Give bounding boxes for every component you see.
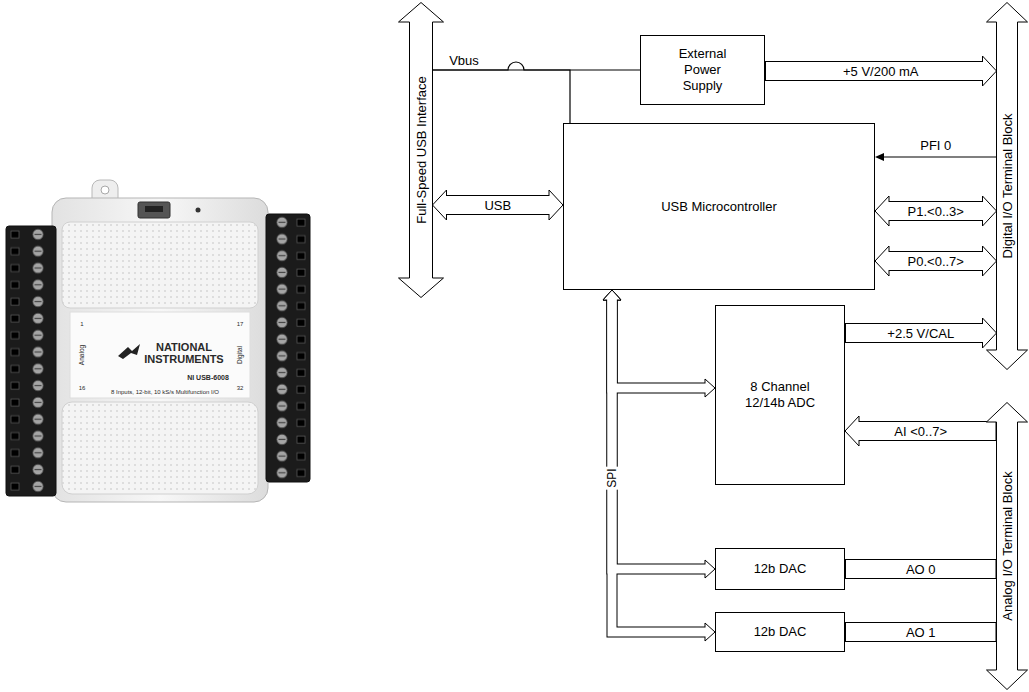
arrow-head: [433, 190, 447, 220]
grip-texture: [62, 222, 258, 308]
signal-label: +2.5 V/CAL: [885, 326, 956, 341]
bus-outline: [612, 300, 705, 388]
logo-mark: [118, 344, 140, 359]
device-text: 32: [237, 385, 244, 392]
signal-label: PFI 0: [918, 138, 953, 153]
signal-wire: [433, 70, 571, 123]
terminal-block: [266, 214, 310, 482]
node-text: Analog I/O Terminal Block: [1000, 469, 1015, 622]
device-text: Digital: [236, 346, 243, 364]
arrow-head: [983, 318, 997, 348]
device-text: 8 Inputs, 12-bit, 10 kS/s Multifunction …: [111, 389, 219, 396]
status-led: [196, 208, 201, 213]
process-box: 12b DAC: [715, 612, 845, 652]
node-text: 8 Channel 12/14b ADC: [740, 379, 820, 411]
bus-fill: [846, 324, 984, 342]
bus-fill: [612, 299, 707, 633]
device-text: NATIONAL INSTRUMENTS: [141, 341, 227, 365]
device-text: NI USB-6008: [187, 374, 229, 382]
signal-label: P0.<0..7>: [906, 254, 966, 269]
bus-arrow: [845, 318, 997, 348]
bus-fill: [888, 202, 985, 220]
arrow-head: [983, 196, 997, 226]
bus-arrow: [603, 290, 715, 641]
arrow-head: [875, 196, 889, 226]
device-text: 16: [79, 385, 86, 392]
usb-port: [138, 202, 170, 218]
connector-outlines: [433, 56, 997, 641]
arrow-head: [983, 246, 997, 276]
arrow-head: [983, 56, 997, 86]
bus-outline: [845, 559, 997, 579]
bus-arrow: [603, 290, 715, 578]
bus-fill: [612, 299, 707, 389]
bus-fill: [766, 62, 984, 80]
signal-label: USB: [482, 198, 513, 213]
bus-arrow: [433, 190, 564, 220]
bus-fill: [846, 623, 996, 641]
node-text: Digital I/O Terminal Block: [1000, 112, 1015, 261]
arrow-head: [875, 246, 889, 276]
process-box: External Power Supply: [640, 35, 765, 105]
device-text: 17: [237, 321, 244, 328]
signal-label: SPI: [606, 466, 618, 489]
bus-arrow-block: Full-Speed USB Interface: [398, 2, 444, 298]
mounting-hole: [101, 186, 109, 194]
grip-texture: [62, 402, 258, 494]
terminal-block: [6, 226, 56, 496]
arrow-head: [549, 190, 563, 220]
bus-outline: [612, 300, 705, 569]
arrow-shape: [987, 403, 1028, 690]
grip-panel: [62, 402, 258, 494]
label-panel: [70, 312, 250, 398]
signal-line: [875, 153, 997, 161]
arrow-head: [875, 153, 884, 161]
connector-fills: [445, 71, 996, 632]
signal-line: [433, 70, 571, 123]
bus-fill: [846, 560, 996, 578]
bus-arrow: [603, 290, 715, 397]
arrow-shape: [987, 3, 1028, 370]
bus-arrow: [765, 56, 997, 86]
bus-arrow-block: Analog I/O Terminal Block: [986, 402, 1028, 690]
node-text: USB Microcontroller: [661, 199, 777, 215]
signal-label: AO 0: [904, 562, 938, 577]
grip-panel: [62, 222, 258, 308]
bus-outline: [612, 300, 705, 632]
signal-wire: [883, 156, 997, 157]
node-text: Full-Speed USB Interface: [414, 74, 429, 225]
bus-outline: [845, 622, 997, 642]
node-text: 12b DAC: [754, 561, 807, 577]
bus-fill: [612, 299, 707, 570]
arrow-head: [845, 416, 859, 446]
bus-arrow: [875, 246, 997, 276]
signal-label: AI <0..7>: [892, 424, 949, 439]
device-housing: [6, 180, 310, 502]
device-text: 1: [80, 321, 83, 328]
signal-label: P1.<0..3>: [906, 204, 966, 219]
bus-arrow: [875, 196, 997, 226]
device-body: [52, 198, 268, 502]
bus-fill: [888, 252, 985, 270]
node-text: External Power Supply: [672, 46, 734, 94]
process-box: 8 Channel 12/14b ADC: [715, 305, 845, 485]
signal-label: Vbus: [447, 53, 481, 68]
process-box: 12b DAC: [715, 548, 845, 590]
node-text: 12b DAC: [754, 624, 807, 640]
usb-port-slot: [145, 206, 163, 212]
bus-fill: [858, 422, 996, 440]
bus-arrow: [845, 416, 997, 446]
bus-fill: [445, 196, 551, 214]
signal-label: +5 V/200 mA: [841, 64, 921, 79]
process-box: USB Microcontroller: [563, 123, 875, 290]
device-text: Analog: [78, 345, 85, 365]
bus-arrow-block: Digital I/O Terminal Block: [986, 2, 1028, 370]
arrow-shape: [399, 3, 444, 298]
signal-label: AO 1: [904, 625, 938, 640]
